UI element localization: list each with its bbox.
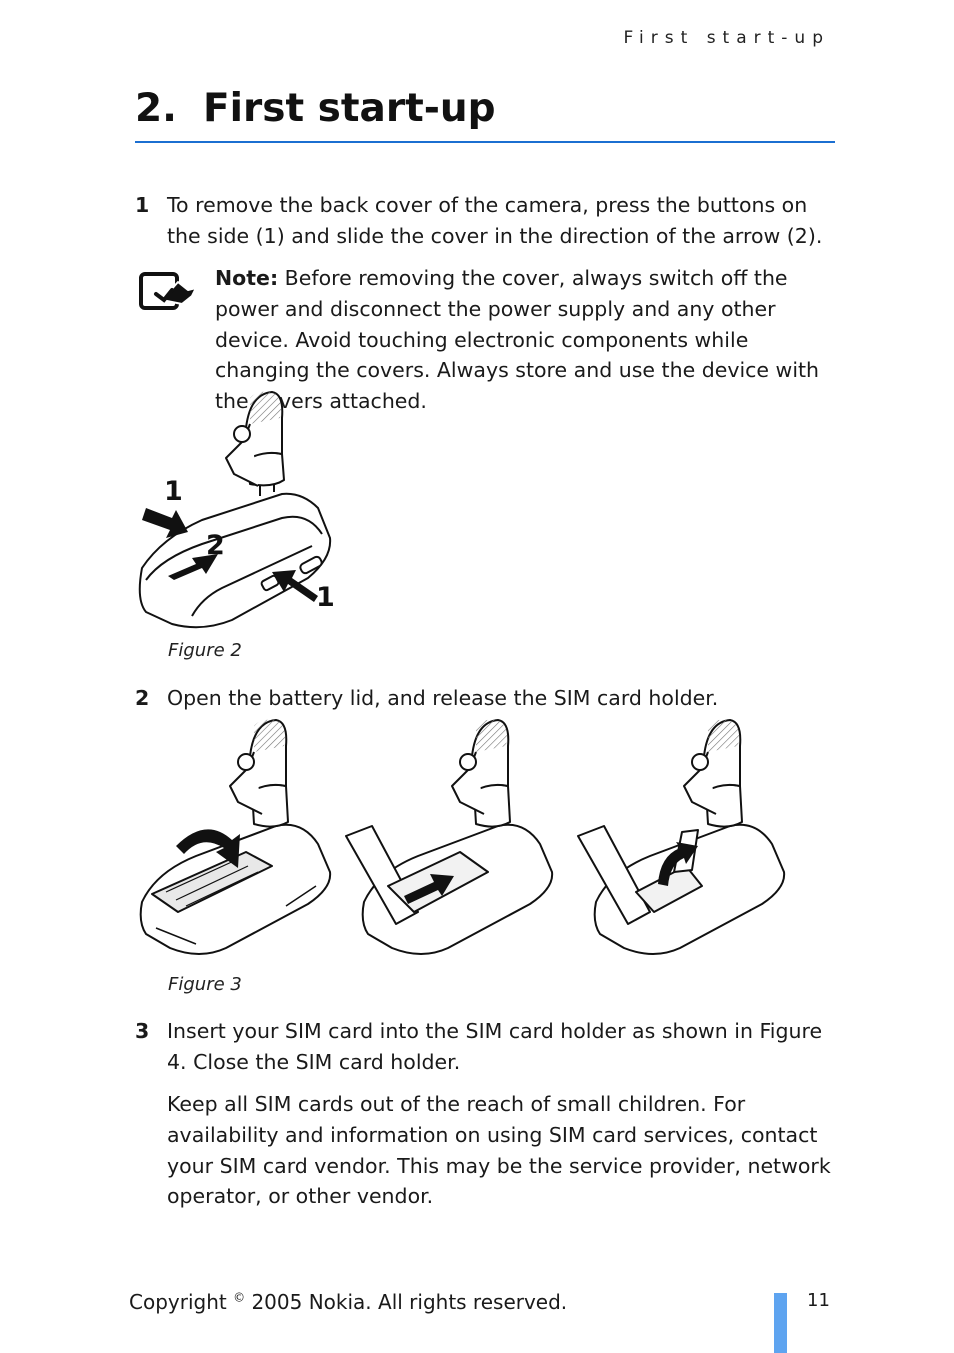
copyright-text-pre: Copyright: [129, 1290, 234, 1314]
step-3: 3 Insert your SIM card into the SIM card…: [135, 1016, 835, 1077]
figure-3-caption: Figure 3: [168, 974, 242, 995]
step-1: 1 To remove the back cover of the camera…: [135, 190, 835, 251]
copyright-symbol: ©: [233, 1290, 246, 1305]
figure-2-caption: Figure 2: [168, 640, 242, 661]
step-2: 2 Open the battery lid, and release the …: [135, 683, 835, 714]
figure-3-illustration-a: [136, 716, 336, 966]
footer-copyright: Copyright © 2005 Nokia. All rights reser…: [129, 1290, 567, 1314]
copyright-text-post: 2005 Nokia. All rights reserved.: [245, 1290, 568, 1314]
step-text: Insert your SIM card into the SIM card h…: [167, 1019, 823, 1074]
title-rule: [135, 141, 835, 143]
note-label: Note:: [215, 266, 279, 290]
page-number: 11: [807, 1290, 830, 1311]
step-number: 2: [135, 686, 150, 710]
chapter-title: 2. First start-up: [135, 86, 496, 131]
figure-2-illustration: 1 2 1: [132, 388, 342, 638]
figure-2-callout-1b: 1: [316, 582, 335, 613]
figure-2-callout-1a: 1: [164, 476, 183, 507]
note-icon: [138, 270, 200, 318]
step-number: 1: [135, 193, 150, 217]
figure-3-illustration-b: [342, 716, 562, 966]
note-block: Note: Before removing the cover, always …: [215, 263, 835, 417]
chapter-number: 2.: [135, 86, 177, 131]
figure-2-callout-2: 2: [206, 530, 225, 561]
step-number: 3: [135, 1019, 150, 1043]
sim-safety-paragraph: Keep all SIM cards out of the reach of s…: [167, 1092, 831, 1209]
page-tab-marker: [774, 1293, 787, 1353]
step-text: Open the battery lid, and release the SI…: [167, 686, 719, 710]
chapter-title-text: First start-up: [203, 86, 496, 131]
figure-3-illustration-c: [574, 716, 794, 966]
note-text: Before removing the cover, always switch…: [215, 266, 820, 414]
step-text: To remove the back cover of the camera, …: [167, 193, 823, 248]
running-header: First start-up: [623, 28, 830, 48]
